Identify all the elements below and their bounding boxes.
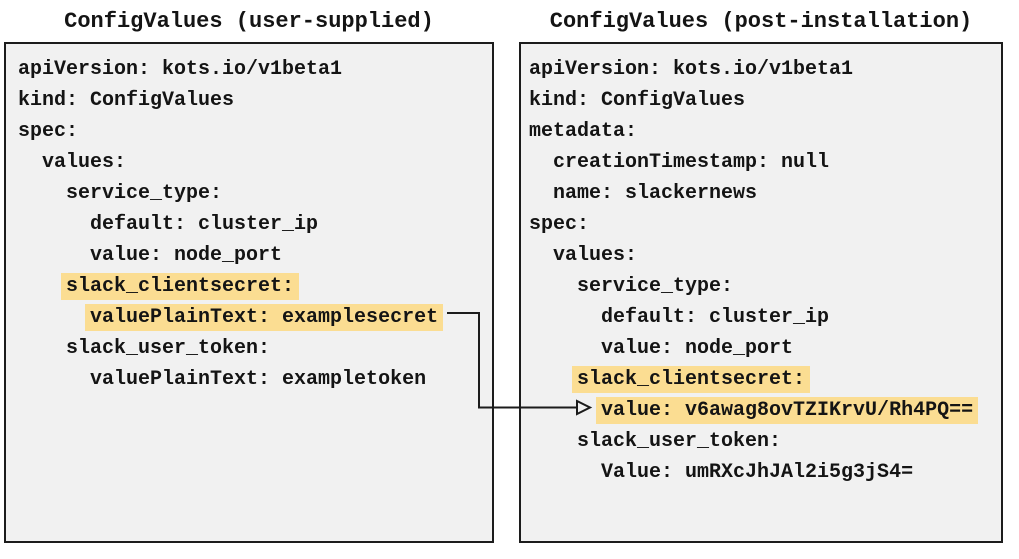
yaml-line: kind: ConfigValues: [18, 85, 492, 116]
yaml-line: values:: [18, 147, 492, 178]
yaml-line: spec:: [18, 116, 492, 147]
yaml-text: values:: [553, 244, 638, 267]
yaml-line: service_type:: [529, 271, 1001, 302]
yaml-text: spec:: [18, 120, 79, 143]
indent-spaces: [18, 182, 66, 205]
yaml-line-highlighted: slack_clientsecret:: [529, 364, 1001, 395]
yaml-line: valuePlainText: exampletoken: [18, 364, 492, 395]
yaml-text: apiVersion: kots.io/v1beta1: [529, 58, 854, 81]
indent-spaces: [529, 151, 553, 174]
yaml-text: service_type:: [66, 182, 223, 205]
yaml-text: values:: [42, 151, 127, 174]
indent-spaces: [18, 337, 66, 360]
indent-spaces: [529, 399, 601, 422]
yaml-line: metadata:: [529, 116, 1001, 147]
yaml-text: default: cluster_ip: [601, 306, 830, 329]
indent-spaces: [529, 244, 553, 267]
yaml-line: creationTimestamp: null: [529, 147, 1001, 178]
yaml-line: value: node_port: [529, 333, 1001, 364]
left-panel-title: ConfigValues (user-supplied): [64, 9, 434, 34]
yaml-line: Value: umRXcJhJAl2i5g3jS4=: [529, 457, 1001, 488]
indent-spaces: [18, 151, 42, 174]
yaml-text: slack_user_token:: [66, 337, 271, 360]
indent-spaces: [18, 213, 90, 236]
user-supplied-config-panel: apiVersion: kots.io/v1beta1 kind: Config…: [4, 42, 494, 543]
yaml-text: kind: ConfigValues: [529, 89, 746, 112]
yaml-text: kind: ConfigValues: [18, 89, 235, 112]
secret-key-text: slack_clientsecret:: [572, 366, 811, 393]
yaml-text: value: node_port: [601, 337, 794, 360]
plaintext-secret-text: valuePlainText: examplesecret: [85, 304, 444, 331]
yaml-text: spec:: [529, 213, 590, 236]
yaml-line: spec:: [529, 209, 1001, 240]
post-installation-config-panel: apiVersion: kots.io/v1beta1 kind: Config…: [519, 42, 1003, 543]
yaml-text: value: node_port: [90, 244, 283, 267]
yaml-line: apiVersion: kots.io/v1beta1: [18, 54, 492, 85]
yaml-text: service_type:: [577, 275, 734, 298]
indent-spaces: [18, 306, 90, 329]
indent-spaces: [529, 368, 577, 391]
right-panel-title: ConfigValues (post-installation): [549, 9, 973, 34]
yaml-line: name: slackernews: [529, 178, 1001, 209]
yaml-text: slack_user_token:: [577, 430, 782, 453]
yaml-line-highlighted: value: v6awag8ovTZIKrvU/Rh4PQ==: [529, 395, 1001, 426]
yaml-line: kind: ConfigValues: [529, 85, 1001, 116]
yaml-text: name: slackernews: [553, 182, 758, 205]
indent-spaces: [529, 430, 577, 453]
indent-spaces: [529, 337, 601, 360]
yaml-line: default: cluster_ip: [529, 302, 1001, 333]
yaml-line-highlighted: valuePlainText: examplesecret: [18, 302, 492, 333]
indent-spaces: [529, 275, 577, 298]
indent-spaces: [529, 182, 553, 205]
yaml-line: apiVersion: kots.io/v1beta1: [529, 54, 1001, 85]
yaml-text: apiVersion: kots.io/v1beta1: [18, 58, 343, 81]
yaml-line: service_type:: [18, 178, 492, 209]
yaml-line: slack_user_token:: [529, 426, 1001, 457]
indent-spaces: [18, 275, 66, 298]
indent-spaces: [529, 306, 601, 329]
yaml-line: values:: [529, 240, 1001, 271]
yaml-text: Value: umRXcJhJAl2i5g3jS4=: [601, 461, 914, 484]
encrypted-secret-text: value: v6awag8ovTZIKrvU/Rh4PQ==: [596, 397, 979, 424]
yaml-text: default: cluster_ip: [90, 213, 319, 236]
indent-spaces: [18, 244, 90, 267]
indent-spaces: [18, 368, 90, 391]
secret-key-text: slack_clientsecret:: [61, 273, 300, 300]
indent-spaces: [529, 461, 601, 484]
yaml-line: slack_user_token:: [18, 333, 492, 364]
yaml-line: default: cluster_ip: [18, 209, 492, 240]
yaml-text: valuePlainText: exampletoken: [90, 368, 427, 391]
yaml-line: value: node_port: [18, 240, 492, 271]
yaml-line-highlighted: slack_clientsecret:: [18, 271, 492, 302]
yaml-text: metadata:: [529, 120, 638, 143]
yaml-text: creationTimestamp: null: [553, 151, 830, 174]
